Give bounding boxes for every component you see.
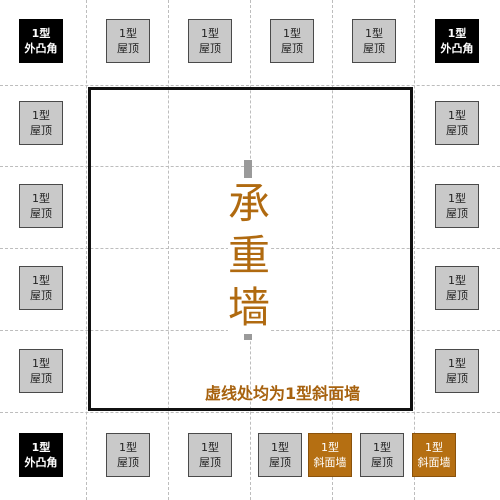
roof-tile: 1型 屋顶 (435, 266, 479, 310)
corner-tile: 1型 外凸角 (435, 19, 479, 63)
tile-type: 1型 (32, 357, 50, 370)
title-char: 墙 (227, 282, 270, 334)
roof-tile: 1型 屋顶 (19, 349, 63, 393)
tile-type: 1型 (119, 27, 137, 40)
roof-tile: 1型 屋顶 (188, 433, 232, 477)
tile-kind: 屋顶 (281, 42, 303, 55)
bearing-wall-title: 承 重 墙 (221, 178, 277, 334)
tile-kind: 外凸角 (24, 42, 58, 55)
roof-tile: 1型 屋顶 (19, 266, 63, 310)
tile-kind: 屋顶 (446, 289, 468, 302)
tile-type: 1型 (448, 357, 466, 370)
bearing-wall-frame (88, 87, 413, 411)
roof-tile: 1型 屋顶 (106, 19, 150, 63)
tile-kind: 外凸角 (440, 42, 474, 55)
grid-line (0, 412, 500, 413)
tile-kind: 斜面墙 (313, 456, 347, 469)
tile-kind: 斜面墙 (417, 456, 451, 469)
tile-kind: 屋顶 (117, 42, 139, 55)
roof-tile: 1型 屋顶 (270, 19, 314, 63)
tile-type: 1型 (448, 274, 466, 287)
slope-wall-tile: 1型 斜面墙 (412, 433, 456, 477)
tile-kind: 屋顶 (446, 124, 468, 137)
tile-kind: 屋顶 (30, 372, 52, 385)
title-char: 重 (227, 230, 270, 282)
tile-type: 1型 (447, 27, 467, 40)
grid-line (0, 85, 500, 86)
tile-type: 1型 (425, 441, 443, 454)
tile-kind: 屋顶 (371, 456, 393, 469)
tile-type: 1型 (373, 441, 391, 454)
tile-type: 1型 (119, 441, 137, 454)
tile-kind: 外凸角 (24, 456, 58, 469)
tile-type: 1型 (201, 441, 219, 454)
dashed-line-note: 虚线处均为1型斜面墙 (205, 384, 361, 403)
roof-tile: 1型 屋顶 (435, 349, 479, 393)
tile-kind: 屋顶 (30, 207, 52, 220)
tile-type: 1型 (321, 441, 339, 454)
roof-tile: 1型 屋顶 (19, 184, 63, 228)
tile-kind: 屋顶 (199, 42, 221, 55)
tile-kind: 屋顶 (363, 42, 385, 55)
tile-type: 1型 (32, 109, 50, 122)
roof-tile: 1型 屋顶 (19, 101, 63, 145)
roof-tile: 1型 屋顶 (352, 19, 396, 63)
corner-tile: 1型 外凸角 (19, 19, 63, 63)
tile-kind: 屋顶 (199, 456, 221, 469)
title-char: 承 (227, 178, 270, 230)
tile-type: 1型 (271, 441, 289, 454)
tile-type: 1型 (365, 27, 383, 40)
grid-line (414, 0, 415, 500)
roof-tile: 1型 屋顶 (258, 433, 302, 477)
tile-kind: 屋顶 (446, 372, 468, 385)
tile-type: 1型 (283, 27, 301, 40)
tile-type: 1型 (31, 27, 51, 40)
grid-line (86, 0, 87, 500)
slope-wall-tile: 1型 斜面墙 (308, 433, 352, 477)
grid-line (332, 0, 333, 500)
tile-kind: 屋顶 (117, 456, 139, 469)
tile-kind: 屋顶 (30, 124, 52, 137)
tile-type: 1型 (32, 274, 50, 287)
roof-tile: 1型 屋顶 (435, 101, 479, 145)
roof-tile: 1型 屋顶 (435, 184, 479, 228)
tile-kind: 屋顶 (269, 456, 291, 469)
tile-type: 1型 (31, 441, 51, 454)
tile-type: 1型 (448, 192, 466, 205)
roof-tile: 1型 屋顶 (106, 433, 150, 477)
corner-tile: 1型 外凸角 (19, 433, 63, 477)
roof-tile: 1型 屋顶 (188, 19, 232, 63)
grid-line (168, 0, 169, 500)
tile-type: 1型 (448, 109, 466, 122)
tile-type: 1型 (201, 27, 219, 40)
tile-kind: 屋顶 (446, 207, 468, 220)
tile-kind: 屋顶 (30, 289, 52, 302)
roof-tile: 1型 屋顶 (360, 433, 404, 477)
tile-type: 1型 (32, 192, 50, 205)
